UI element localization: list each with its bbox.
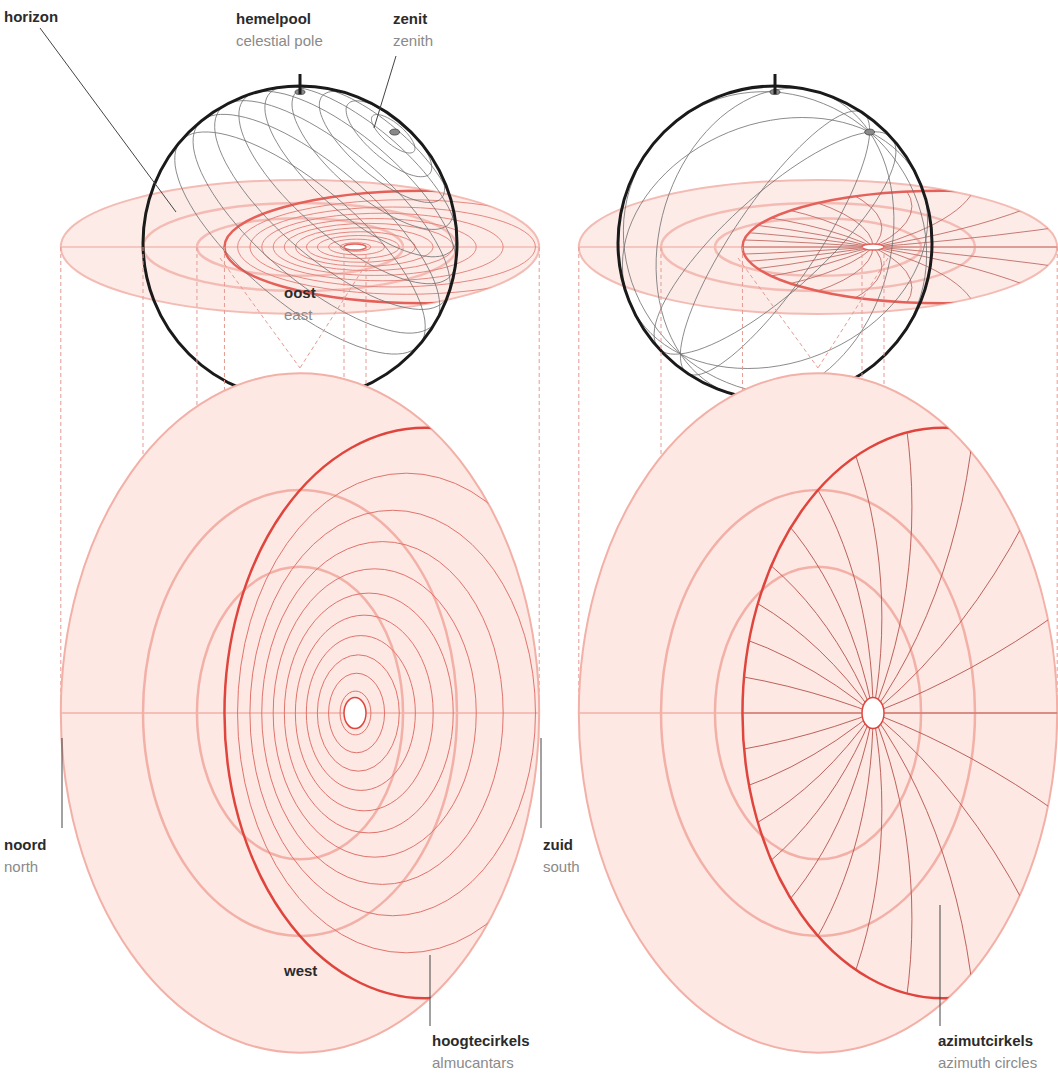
almucantar	[306, 636, 415, 791]
projection-ray	[738, 258, 818, 368]
sphere-almucantar	[193, 114, 440, 333]
almucantar	[273, 569, 476, 857]
projection-line	[60, 247, 61, 713]
azimuth-circle	[742, 713, 1058, 714]
sphere-azimuth	[656, 88, 894, 397]
azimuth-circle	[331, 206, 912, 369]
clip-group	[224, 191, 626, 304]
projection-line	[1057, 247, 1058, 713]
sphere-azimuth	[654, 132, 896, 354]
azimuth-circle	[118, 0, 1058, 809]
celestial-sphere	[618, 86, 932, 400]
term-label: horizon	[4, 8, 58, 26]
azimuth-circle	[742, 247, 1058, 248]
zenith-marker	[862, 244, 884, 250]
azimuth-circle	[0, 0, 1058, 760]
horizon-circle	[742, 191, 1058, 304]
azimuth-circle	[0, 666, 1058, 1092]
azimuth-circle	[266, 565, 978, 1092]
axis-tick	[774, 74, 777, 94]
term-translation: celestial pole	[236, 32, 323, 50]
term-label: azimutcirkels	[938, 1032, 1033, 1050]
leader-line	[430, 955, 431, 1026]
azimuth-circle	[361, 247, 882, 987]
azimuth-circle	[118, 617, 1058, 1092]
term-translation: zenith	[393, 32, 433, 50]
horizon-circle	[224, 428, 626, 999]
stereographic-projection	[61, 373, 627, 1052]
almucantar	[262, 542, 503, 885]
azimuth-circle	[331, 507, 912, 1092]
sphere-azimuth	[680, 111, 869, 375]
clip-group	[224, 428, 626, 999]
azimuth-circle	[118, 0, 1058, 266]
meridian-line	[61, 712, 539, 714]
leader-line	[62, 738, 63, 828]
almucantar	[317, 655, 399, 771]
almucantar	[295, 228, 433, 267]
almucantar	[250, 510, 536, 915]
sphere-almucantar	[372, 115, 415, 154]
sphere-almucantar	[265, 87, 457, 257]
zenith-point	[390, 129, 400, 135]
sphere-almucantar	[292, 87, 453, 230]
term-label: hoogtecirkels	[432, 1032, 530, 1050]
almucantar	[317, 236, 399, 259]
azimuth-circle	[331, 94, 912, 919]
almucantar	[295, 615, 433, 811]
azimuth-circle	[266, 0, 978, 861]
equator	[143, 490, 457, 936]
term-label: hemelpool	[236, 10, 311, 28]
zenith-point	[865, 129, 875, 135]
sphere-almucantar	[215, 101, 450, 310]
direction-translation: north	[4, 858, 38, 876]
axis-tick	[299, 74, 302, 94]
term-label: zenit	[393, 10, 427, 28]
azimuth-circle	[0, 0, 1058, 256]
direction-translation: east	[284, 306, 312, 324]
almucantar	[238, 473, 576, 953]
term-translation: azimuth circles	[938, 1054, 1037, 1072]
tropic-capricorn	[61, 373, 539, 1052]
direction-translation: south	[543, 858, 580, 876]
projection-line	[578, 247, 579, 713]
zenith-marker	[344, 244, 366, 250]
projection-ray	[818, 258, 888, 368]
leader-line	[940, 905, 941, 1026]
leader-line	[374, 56, 396, 128]
direction-label: noord	[4, 836, 47, 854]
projection-line	[539, 247, 540, 713]
direction-label: west	[282, 962, 319, 980]
almucantar	[329, 239, 385, 255]
term-translation: almucantars	[432, 1054, 514, 1072]
tropic-cancer	[197, 567, 403, 860]
azimuth-circle	[361, 439, 882, 1092]
zenith-marker	[344, 697, 366, 728]
almucantar	[306, 232, 415, 263]
celestial-sphere	[143, 86, 457, 400]
leader-line	[541, 738, 542, 828]
direction-label: zuid	[543, 836, 573, 854]
almucantar	[340, 691, 371, 735]
almucantar	[329, 673, 385, 753]
sphere-almucantar	[239, 91, 456, 283]
azimuth-circle	[266, 77, 978, 276]
horizon-circle	[224, 191, 626, 304]
sphere-azimuth	[623, 92, 926, 395]
tropic-capricorn	[61, 180, 539, 314]
direction-label: oost	[284, 284, 316, 302]
horizon-circle	[742, 428, 1058, 999]
leader-line	[40, 28, 176, 212]
almucantar	[284, 593, 453, 833]
zenith-marker	[862, 697, 884, 728]
